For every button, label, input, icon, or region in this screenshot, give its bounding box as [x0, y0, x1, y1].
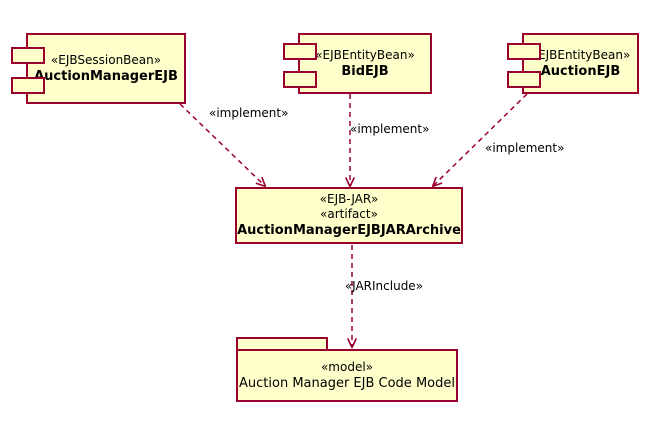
package-name-label: Auction Manager EJB Code Model — [239, 375, 455, 391]
component-auction-manager-ejb[interactable]: «EJBSessionBean» AuctionManagerEJB — [11, 33, 186, 104]
edge-label-implement-auction: «implement» — [485, 141, 565, 155]
component-port-icon-bottom — [283, 71, 317, 88]
component-stereotype-label: «EJBEntityBean» — [530, 47, 631, 62]
artifact-auction-manager-ejb-jar-archive[interactable]: «EJB-JAR» «artifact» AuctionManagerEJBJA… — [235, 187, 463, 244]
component-stereotype-label: «EJBSessionBean» — [50, 52, 162, 67]
component-port-icon-bottom — [11, 77, 45, 94]
component-auction-ejb[interactable]: «EJBEntityBean» AuctionEJB — [507, 33, 639, 94]
component-port-icon-top — [11, 47, 45, 64]
component-name-label: AuctionManagerEJB — [34, 68, 178, 84]
artifact-stereotype-ejbjar-label: «EJB-JAR» — [319, 192, 379, 206]
edge-label-implement-auction-manager: «implement» — [209, 106, 289, 120]
component-stereotype-label: «EJBEntityBean» — [315, 47, 415, 62]
component-name-label: AuctionEJB — [540, 63, 621, 79]
package-body: «model» Auction Manager EJB Code Model — [236, 349, 458, 402]
edge-label-implement-bid: «implement» — [350, 122, 430, 136]
component-port-icon-bottom — [507, 71, 541, 88]
component-bid-ejb[interactable]: «EJBEntityBean» BidEJB — [283, 33, 432, 94]
component-name-label: BidEJB — [341, 63, 389, 79]
package-auction-manager-ejb-code-model[interactable]: «model» Auction Manager EJB Code Model — [236, 337, 458, 402]
component-port-icon-top — [283, 43, 317, 60]
package-stereotype-label: «model» — [320, 359, 374, 374]
edge-implement-auction — [431, 93, 528, 188]
artifact-name-label: AuctionManagerEJBJARArchive — [237, 223, 461, 238]
artifact-stereotype-artifact-label: «artifact» — [320, 207, 378, 221]
edge-label-jarinclude: «JARInclude» — [345, 279, 424, 293]
package-tab-icon — [236, 337, 328, 351]
component-port-icon-top — [507, 43, 541, 60]
